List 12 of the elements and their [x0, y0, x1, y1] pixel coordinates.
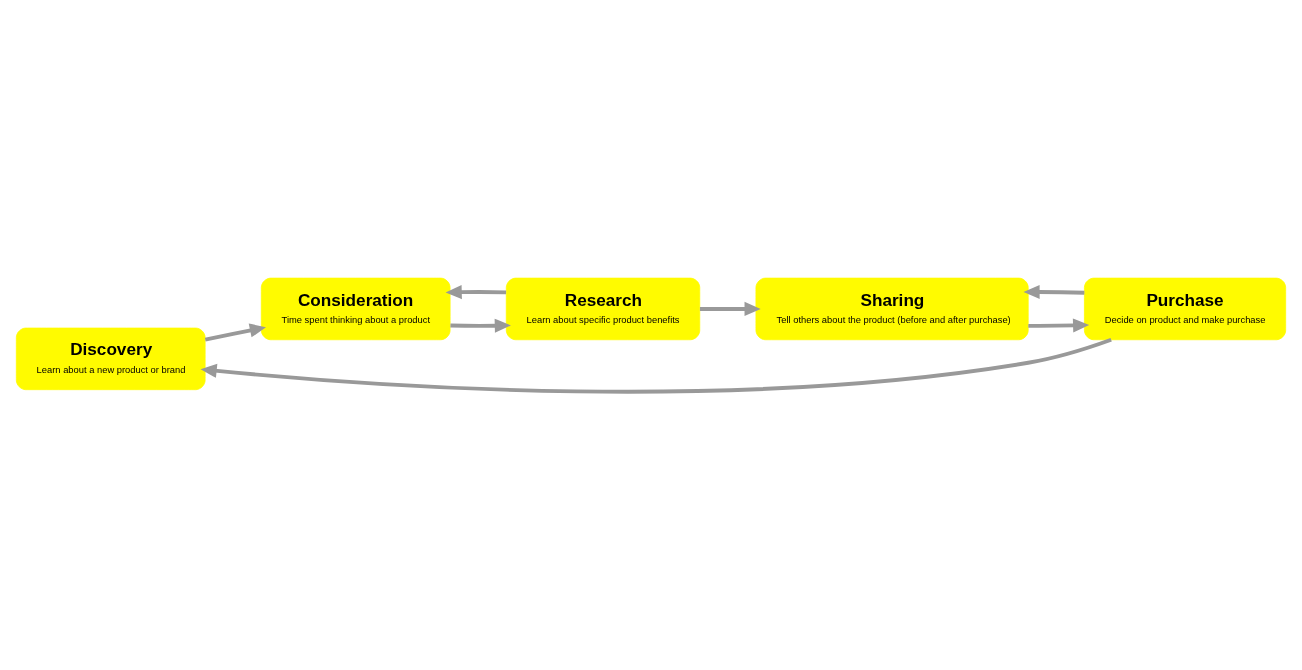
node-box: Research Learn about specific product benefits: [505, 277, 701, 341]
arrow: [450, 318, 511, 333]
node-box: Consideration Time spent thinking about a product: [260, 277, 451, 341]
arrow: [204, 323, 266, 342]
arrow: [445, 285, 507, 300]
node-box: Discovery Learn about a new product or brand: [15, 327, 206, 391]
arrow: [1023, 284, 1085, 300]
arrow: [699, 301, 761, 316]
arrow: [200, 337, 1112, 394]
arrow: [1028, 318, 1090, 333]
node-box: Purchase Decide on product and make purchase: [1084, 277, 1287, 341]
node-box: Sharing Tell others about the product (before and after purchase): [755, 277, 1029, 341]
